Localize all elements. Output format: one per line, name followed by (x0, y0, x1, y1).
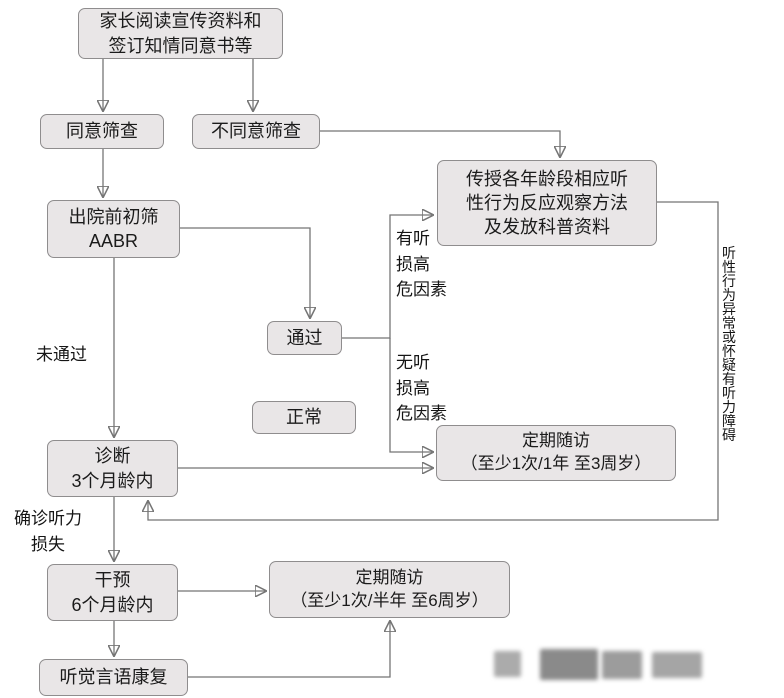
label-abnormal-behavior: 听性行为异常或怀疑有听力障碍 (722, 245, 736, 443)
node-read-materials: 家长阅读宣传资料和 签订知情同意书等 (78, 8, 283, 59)
node-rehab: 听觉言语康复 (39, 659, 188, 696)
label-not-pass: 未通过 (36, 345, 87, 364)
node-followup-3y: 定期随访 （至少1次/1年 至3周岁） (436, 425, 676, 481)
node-teach-observation: 传授各年龄段相应听 性行为反应观察方法 及发放科普资料 (437, 160, 657, 246)
node-agree-screening: 同意筛查 (40, 114, 164, 149)
label-no-risk: 无听 损高 危因素 (396, 353, 447, 423)
node-initial-screen-aabr: 出院前初筛 AABR (47, 200, 180, 258)
arrow-rehab-to-followup6y (188, 622, 390, 678)
node-intervention: 干预 6个月龄内 (47, 564, 178, 621)
node-normal: 正常 (252, 401, 356, 434)
arrow-disagree-to-teach (320, 130, 560, 156)
label-confirmed-loss: 确诊听力 损失 (14, 509, 82, 554)
label-high-risk: 有听 损高 危因素 (396, 229, 447, 299)
node-diagnosis: 诊断 3个月龄内 (47, 440, 178, 497)
arrow-pass-norisk-to-followup3y (389, 338, 432, 452)
node-pass: 通过 (267, 321, 342, 355)
arrow-initial-screen-to-pass (180, 227, 310, 317)
node-followup-6y: 定期随访 （至少1次/半年 至6周岁） (269, 561, 510, 618)
arrow-pass-highrisk-to-teach (342, 215, 432, 339)
node-disagree-screening: 不同意筛查 (192, 114, 320, 149)
arrow-abnormal-to-diagnosis (148, 201, 719, 521)
